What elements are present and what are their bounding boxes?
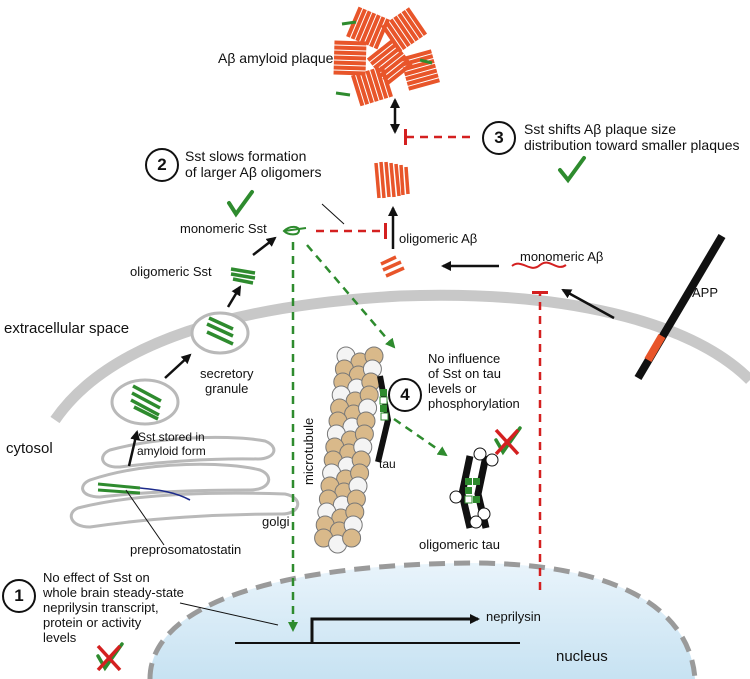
finding-2-number: 2 xyxy=(145,148,179,182)
plaque-fibril xyxy=(355,10,372,42)
sst-strands-vesicle xyxy=(130,384,162,421)
oligomeric-abeta-stack xyxy=(374,161,410,199)
plaque-fibril xyxy=(379,54,407,78)
plaque-fibril xyxy=(360,71,374,104)
finding-4-text: No influence of Sst on tau levels or pho… xyxy=(428,351,520,411)
plaque-fibril xyxy=(370,68,384,101)
plaque-fibril xyxy=(385,62,414,86)
plaque-fibril xyxy=(401,10,423,39)
monomeric-abeta-shape xyxy=(511,261,567,269)
nucleus-body xyxy=(150,563,695,679)
golgi-apparatus xyxy=(69,435,299,529)
finding-3-number: 3 xyxy=(482,121,516,155)
crossed-check-icon-4 xyxy=(494,426,522,456)
oligomeric-sst-strands xyxy=(230,267,256,285)
check-icon-2 xyxy=(227,190,254,218)
pathway-arrows xyxy=(127,98,615,467)
plaque-fibril xyxy=(406,73,439,86)
plaque-fibril xyxy=(333,70,366,76)
plaque-fibril xyxy=(405,68,438,82)
plaque-fibril xyxy=(333,65,366,71)
plaque-fibril xyxy=(376,50,404,74)
app-label: APP xyxy=(692,285,719,300)
plaque-fibril xyxy=(333,60,366,66)
plaque-fibril xyxy=(369,16,386,48)
finding-1-number: 1 xyxy=(2,579,36,613)
finding-1-text: No effect of Sst on whole brain steady-s… xyxy=(43,570,184,645)
sst-dashed-arrows xyxy=(288,242,448,632)
finding-4-number: 4 xyxy=(388,378,422,412)
abeta-plaque xyxy=(333,6,440,107)
tau-label: tau xyxy=(379,457,396,471)
plaque-fibril xyxy=(382,58,410,82)
sst-strands-granule xyxy=(206,316,234,346)
sst-stored-label: Sst stored in amyloid form xyxy=(137,430,206,458)
plaque-fibril xyxy=(404,63,436,77)
microtubule xyxy=(314,346,384,554)
cytosol-label: cytosol xyxy=(6,440,53,457)
extracellular-space-label: extracellular space xyxy=(4,320,130,337)
monomeric-sst-shape xyxy=(282,225,307,236)
plaque-fibril xyxy=(393,15,415,45)
tubulin-subunit xyxy=(342,528,362,548)
nuclear-envelope xyxy=(147,560,698,679)
plaque-fibril xyxy=(351,74,365,107)
oligomeric-tau-label: oligomeric tau xyxy=(419,537,500,552)
neprilysin-label: neprilysin xyxy=(486,609,541,624)
monomeric-abeta-label: monomeric Aβ xyxy=(520,249,604,264)
crossed-check-icon-1 xyxy=(96,642,124,672)
secretory-granule xyxy=(190,311,250,355)
cell-membrane xyxy=(50,289,750,424)
plaque-label: Aβ amyloid plaque xyxy=(218,50,334,66)
plaque-fibril xyxy=(334,40,367,46)
plaque-fibril xyxy=(405,7,428,36)
app-membrane-segment xyxy=(644,333,666,363)
finding-2-text: Sst slows formation of larger Aβ oligome… xyxy=(185,148,322,181)
plaque-fibril xyxy=(334,45,367,51)
microtubule-label: microtubule xyxy=(301,417,316,485)
plaque-fibril xyxy=(397,12,419,42)
plaque-fibril xyxy=(373,46,401,70)
finding-3-text: Sst shifts Aβ plaque size distribution t… xyxy=(524,121,740,154)
plaque-fibril xyxy=(365,70,379,102)
small-abeta-oligomer xyxy=(380,255,405,278)
check-icon-3 xyxy=(558,156,586,184)
preprosomatostatin-label: preprosomatostatin xyxy=(130,542,242,557)
plaque-fibril xyxy=(389,18,411,48)
tau-protein xyxy=(375,375,392,463)
plaque-fibril xyxy=(350,8,367,40)
leader-lines xyxy=(125,203,345,626)
plaque-fibril xyxy=(333,55,367,61)
monomeric-sst-label: monomeric Sst xyxy=(180,221,267,236)
plaque-fibril xyxy=(370,42,398,66)
storage-vesicle xyxy=(110,378,180,426)
oligomeric-sst-label: oligomeric Sst xyxy=(130,264,212,279)
transcription-arrow xyxy=(310,614,480,643)
nucleus-label: nucleus xyxy=(556,648,608,665)
inhibition-lines xyxy=(316,129,548,590)
golgi-label: golgi xyxy=(262,514,290,529)
prepro-strands xyxy=(97,482,191,501)
plaque-fibril xyxy=(359,12,377,44)
plaque-fibril xyxy=(355,73,370,105)
plaque-fibril xyxy=(334,50,367,56)
plaque-fibril xyxy=(385,21,407,50)
secretory-granule-label: secretory granule xyxy=(200,366,254,396)
plaque-fibril xyxy=(364,14,381,46)
plaque-fibril xyxy=(366,38,395,62)
oligomeric-abeta-label: oligomeric Aβ xyxy=(399,231,478,246)
plaque-fibril xyxy=(408,78,440,91)
oligomeric-tau xyxy=(449,447,499,529)
